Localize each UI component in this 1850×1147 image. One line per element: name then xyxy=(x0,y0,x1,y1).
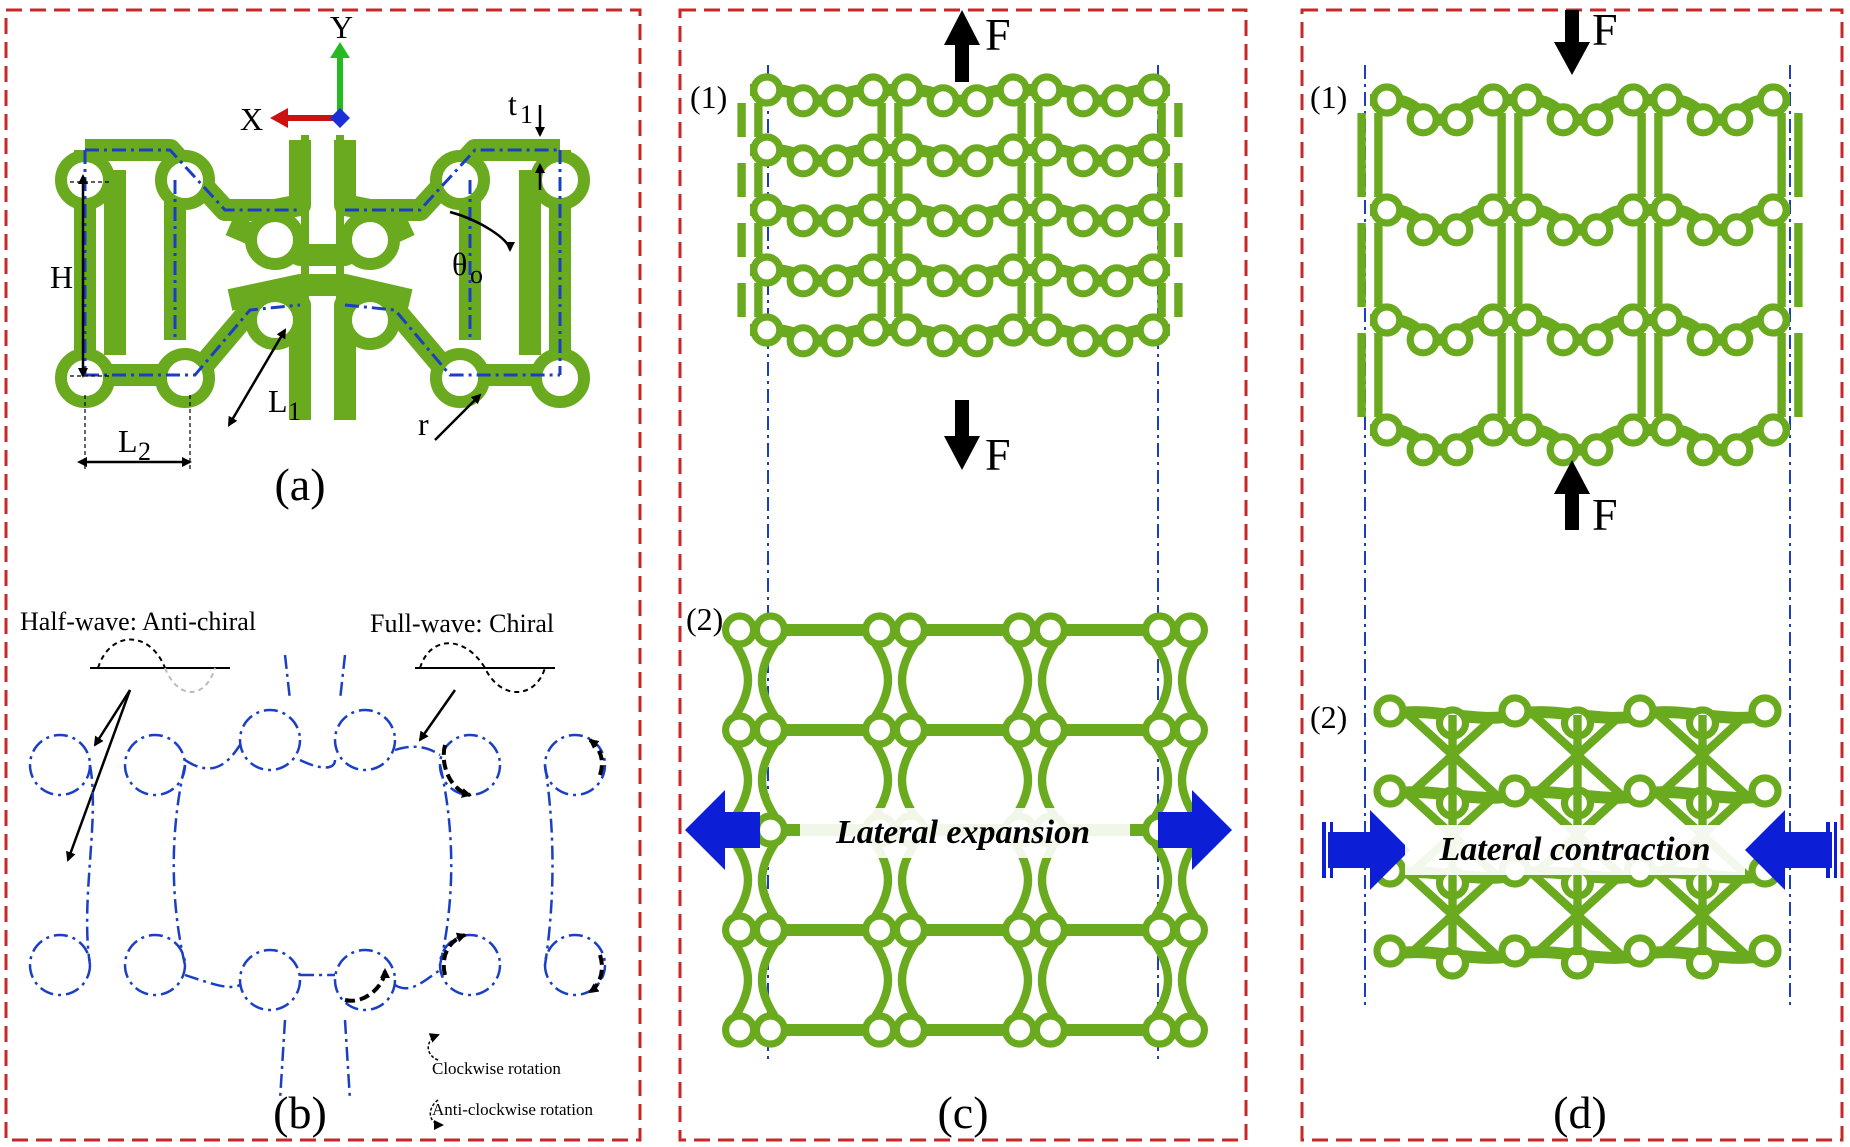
svg-text:L: L xyxy=(118,423,138,459)
svg-text:t: t xyxy=(508,86,517,122)
wave-icons xyxy=(90,638,555,693)
legend-clockwise: Clockwise rotation xyxy=(432,1059,561,1078)
state1-c: (1) xyxy=(690,79,727,115)
svg-text:2: 2 xyxy=(138,437,151,466)
force-top-d: F xyxy=(1592,4,1618,55)
svg-text:o: o xyxy=(470,260,483,289)
legend-anticlockwise: Anti-clockwise rotation xyxy=(432,1100,593,1119)
half-wave-label: Half-wave: Anti-chiral xyxy=(20,607,256,636)
force-arrows-d xyxy=(1554,10,1590,530)
panel-a-label: (a) xyxy=(274,459,325,510)
expansion-arrows xyxy=(685,790,1232,870)
state2-c: (2) xyxy=(686,601,723,637)
svg-text:L: L xyxy=(268,383,288,419)
expansion-caption-bg xyxy=(800,808,1130,858)
force-top-c: F xyxy=(985,9,1011,60)
dimension-lines xyxy=(70,105,545,470)
dim-L1: L 1 xyxy=(268,383,301,426)
state2-d: (2) xyxy=(1310,699,1347,735)
panel-c-label: (c) xyxy=(937,1087,988,1138)
expansion-caption: Lateral expansion xyxy=(835,814,1090,851)
dim-theta: θ o xyxy=(452,246,483,289)
deformed-centerline xyxy=(28,654,607,1101)
coordinate-axes xyxy=(270,42,350,128)
lattice-c1 xyxy=(737,73,1183,358)
axis-x-label: X xyxy=(240,101,263,137)
svg-text:1: 1 xyxy=(288,397,301,426)
panel-c-border xyxy=(678,8,1248,1142)
contraction-caption-bg xyxy=(1405,825,1745,875)
svg-text:θ: θ xyxy=(452,246,467,282)
force-bottom-c: F xyxy=(985,429,1011,480)
rotation-arrows xyxy=(344,738,604,1003)
force-bottom-d: F xyxy=(1592,489,1618,540)
contraction-caption: Lateral contraction xyxy=(1438,831,1710,868)
dim-r: r xyxy=(418,406,429,442)
wave-pointers xyxy=(66,689,457,862)
panel-b-label: (b) xyxy=(273,1087,327,1138)
state1-d: (1) xyxy=(1310,79,1347,115)
force-arrows-c xyxy=(944,10,980,470)
dim-t1: t 1 xyxy=(508,86,533,129)
full-wave-label: Full-wave: Chiral xyxy=(370,609,554,638)
contraction-arrows xyxy=(1322,810,1837,890)
unit-cell-diagram xyxy=(55,135,590,420)
dim-H: H xyxy=(50,259,73,295)
axis-y-label: Y xyxy=(330,9,353,45)
lattice-d1 xyxy=(1357,83,1803,467)
rotation-legend: Clockwise rotation Anti-clockwise rotati… xyxy=(427,1033,593,1130)
svg-text:1: 1 xyxy=(520,100,533,129)
panel-a-border xyxy=(4,8,642,1142)
dim-L2: L 2 xyxy=(118,423,151,466)
panel-d-label: (d) xyxy=(1553,1087,1607,1138)
